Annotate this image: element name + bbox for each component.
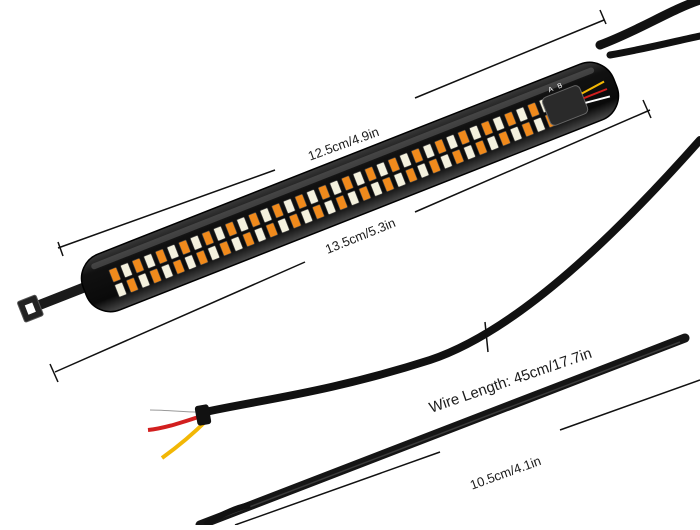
led-chip (504, 111, 517, 127)
led-chip (498, 130, 511, 147)
led-chip (265, 222, 278, 238)
led-chip (382, 176, 395, 192)
led-chip (114, 282, 127, 298)
led-chip (230, 236, 244, 252)
led-chip (294, 193, 308, 210)
led-chip (137, 273, 151, 289)
connector-label-a: A (547, 86, 554, 94)
led-chip (469, 125, 482, 141)
long-wire (201, 136, 700, 416)
led-chip (399, 152, 412, 168)
led-chip (364, 166, 377, 182)
led-chip (376, 161, 389, 177)
led-chip (405, 167, 418, 183)
led-chip (300, 208, 313, 224)
led-chip (422, 143, 435, 159)
led-chip (335, 195, 348, 211)
led-chip (416, 163, 430, 179)
led-chip (131, 258, 145, 274)
led-chip (195, 250, 209, 266)
led-chip (480, 120, 494, 136)
led-chip (126, 277, 139, 293)
led-chips (108, 97, 558, 298)
led-chip (428, 158, 441, 174)
led-chip (149, 268, 162, 284)
led-chip (329, 180, 342, 196)
led-chip (248, 212, 261, 228)
led-chip (172, 259, 185, 275)
led-chip (207, 245, 220, 261)
cable-tie-head (17, 280, 92, 323)
led-chip (306, 189, 319, 205)
led-chip (510, 126, 523, 142)
led-chip (289, 213, 302, 229)
led-chip (521, 121, 534, 137)
tie-length-label: 10.5cm/4.1in (468, 453, 543, 493)
led-chip (254, 227, 267, 243)
led-chip (457, 129, 470, 145)
wire-leads (147, 404, 212, 460)
led-chip (352, 171, 366, 187)
led-chip (492, 116, 505, 132)
led-chip (190, 235, 203, 251)
led-chip (451, 149, 465, 165)
led-chip (143, 253, 156, 269)
led-chip (434, 139, 447, 155)
led-chip (486, 135, 499, 151)
led-chip (161, 263, 174, 279)
top-cable-2 (606, 32, 700, 59)
led-chip (358, 185, 372, 202)
led-chip (440, 153, 453, 169)
led-strip: A B (17, 61, 620, 323)
led-chip (108, 267, 121, 283)
led-chip (347, 190, 360, 206)
connector-label-b: B (557, 82, 564, 90)
led-chip (283, 198, 296, 214)
top-cable (595, 0, 700, 50)
led-chip (236, 216, 249, 232)
led-chip (166, 244, 180, 260)
led-chip (445, 134, 459, 150)
led-chip (515, 106, 528, 122)
led-chip (259, 207, 273, 223)
led-chip (533, 117, 546, 133)
led-chip (219, 240, 232, 256)
led-chip (277, 218, 290, 234)
connector-end: A B (541, 80, 611, 126)
led-chip (184, 254, 197, 270)
led-chip (527, 102, 540, 118)
bottom-wire-stub (203, 502, 251, 528)
led-chip (387, 157, 401, 173)
led-chip (463, 144, 476, 160)
led-chip (475, 140, 488, 156)
led-chip (370, 181, 383, 197)
led-chip (271, 203, 284, 219)
led-chip (242, 231, 255, 247)
led-chip (225, 221, 238, 237)
led-chip (155, 248, 168, 264)
led-chip (318, 184, 331, 200)
led-chip (213, 226, 226, 242)
led-chip (323, 199, 337, 215)
led-chip (312, 204, 325, 220)
led-chip (393, 172, 406, 188)
led-chip (341, 175, 354, 191)
led-chip (201, 230, 214, 246)
cable-tie-strip (195, 333, 690, 530)
led-chip (411, 148, 424, 164)
led-chip (120, 262, 133, 278)
led-chip (178, 239, 191, 255)
